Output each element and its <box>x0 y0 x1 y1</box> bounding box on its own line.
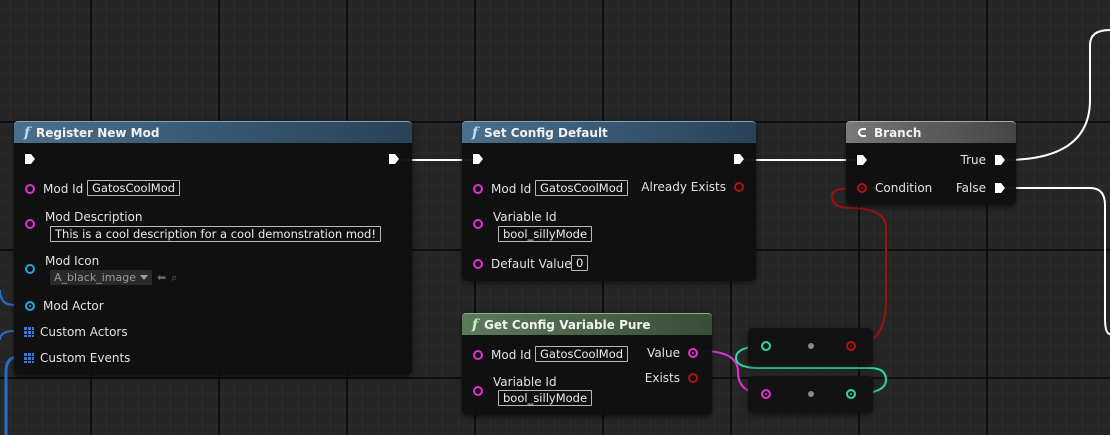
default-value-label: Default Value <box>491 257 572 271</box>
node-set-config-title: Set Config Default <box>484 125 608 140</box>
conversion-top-input-pin[interactable] <box>761 341 771 351</box>
true-output-label: True <box>960 153 987 167</box>
exists-output-pin[interactable] <box>688 373 698 383</box>
false-output-label: False <box>955 181 986 195</box>
mod-icon-dropdown[interactable]: A_black_image <box>50 270 152 285</box>
exec-out-icon[interactable] <box>994 154 1006 166</box>
default-value-field[interactable]: 0 <box>571 255 589 271</box>
node-get-config-header[interactable]: f Get Config Variable Pure <box>462 313 712 335</box>
condition-pin[interactable] <box>857 183 867 193</box>
node-get-config-variable-pure[interactable]: f Get Config Variable Pure Mod Id GatosC… <box>462 313 712 415</box>
set-mod-id-label: Mod Id <box>491 182 532 196</box>
function-f-icon: f <box>24 124 31 141</box>
exec-in-icon[interactable] <box>24 153 36 165</box>
mod-icon-value: A_black_image <box>54 271 136 284</box>
exec-out-icon[interactable] <box>388 153 400 165</box>
mod-id-pin[interactable] <box>25 184 35 194</box>
bool-wire-condition <box>830 187 887 347</box>
conversion-bottom-center-dot <box>808 391 814 397</box>
branch-icon <box>856 127 868 139</box>
set-variable-id-pin[interactable] <box>473 219 483 229</box>
mod-description-field[interactable]: This is a cool description for a cool de… <box>50 226 381 242</box>
condition-label: Condition <box>875 181 933 195</box>
exists-output-label: Exists <box>644 371 680 385</box>
custom-actors-label: Custom Actors <box>40 325 128 339</box>
conversion-node-bottom[interactable] <box>748 376 873 413</box>
search-icon[interactable]: ⌕ <box>171 270 178 284</box>
mod-id-field[interactable]: GatosCoolMod <box>87 180 181 196</box>
mod-description-label: Mod Description <box>45 210 143 224</box>
exec-out-icon[interactable] <box>733 153 745 165</box>
get-variable-id-label: Variable Id <box>493 375 557 389</box>
conversion-bottom-output-pin[interactable] <box>846 389 856 399</box>
conversion-top-output-pin[interactable] <box>846 341 856 351</box>
set-variable-id-field[interactable]: bool_sillyMode <box>498 226 593 242</box>
already-exists-label: Already Exists <box>641 180 726 194</box>
function-f-icon: f <box>472 316 479 333</box>
exec-out-icon[interactable] <box>994 182 1006 194</box>
exec-in-icon[interactable] <box>472 153 484 165</box>
node-register-new-mod[interactable]: f Register New Mod Mod Id GatosCoolMod M… <box>14 121 412 375</box>
array-wire-in-1 <box>0 330 15 341</box>
conversion-top-center-dot <box>808 343 814 349</box>
node-register-header[interactable]: f Register New Mod <box>14 121 412 143</box>
custom-events-label: Custom Events <box>40 351 131 365</box>
get-variable-id-pin[interactable] <box>473 386 483 396</box>
node-set-config-default[interactable]: f Set Config Default Mod Id GatosCoolMod… <box>462 121 756 281</box>
default-value-pin[interactable] <box>473 259 483 269</box>
conversion-node-top[interactable] <box>748 328 873 365</box>
get-mod-id-pin[interactable] <box>473 350 483 360</box>
get-mod-id-label: Mod Id <box>491 348 532 362</box>
value-output-pin[interactable] <box>688 348 698 358</box>
set-mod-id-field[interactable]: GatosCoolMod <box>535 180 629 196</box>
exec-wire-branch-false <box>1005 187 1110 335</box>
mod-id-label: Mod Id <box>43 182 84 196</box>
node-get-config-title: Get Config Variable Pure <box>484 317 651 332</box>
mod-actor-label: Mod Actor <box>43 299 104 313</box>
node-branch-title: Branch <box>874 125 922 140</box>
exec-wire-branch-true <box>1004 29 1110 161</box>
mod-icon-combo[interactable]: A_black_image ⬅ ⌕ <box>50 270 177 285</box>
get-mod-id-field[interactable]: GatosCoolMod <box>535 346 629 362</box>
array-grid-icon[interactable] <box>24 327 34 337</box>
set-mod-id-pin[interactable] <box>473 184 483 194</box>
chevron-down-icon <box>139 275 148 280</box>
arrow-left-icon[interactable]: ⬅ <box>156 271 167 284</box>
node-branch[interactable]: Branch True Condition False <box>846 121 1016 205</box>
wildcard-wire <box>734 345 888 395</box>
exec-in-icon[interactable] <box>856 154 868 166</box>
value-output-label: Value <box>647 346 680 360</box>
mod-actor-pin[interactable] <box>25 301 35 311</box>
mod-icon-pin[interactable] <box>25 264 35 274</box>
set-variable-id-label: Variable Id <box>493 210 557 224</box>
function-f-icon: f <box>472 124 479 141</box>
node-branch-header[interactable]: Branch <box>846 121 1016 143</box>
mod-description-pin[interactable] <box>25 219 35 229</box>
array-grid-icon[interactable] <box>24 353 34 363</box>
get-variable-id-field[interactable]: bool_sillyMode <box>498 390 593 406</box>
already-exists-pin[interactable] <box>734 182 744 192</box>
node-set-config-header[interactable]: f Set Config Default <box>462 121 756 143</box>
mod-icon-label: Mod Icon <box>45 254 100 268</box>
node-register-title: Register New Mod <box>36 125 160 140</box>
object-wire-in <box>0 289 15 306</box>
conversion-bottom-input-pin[interactable] <box>761 389 771 399</box>
